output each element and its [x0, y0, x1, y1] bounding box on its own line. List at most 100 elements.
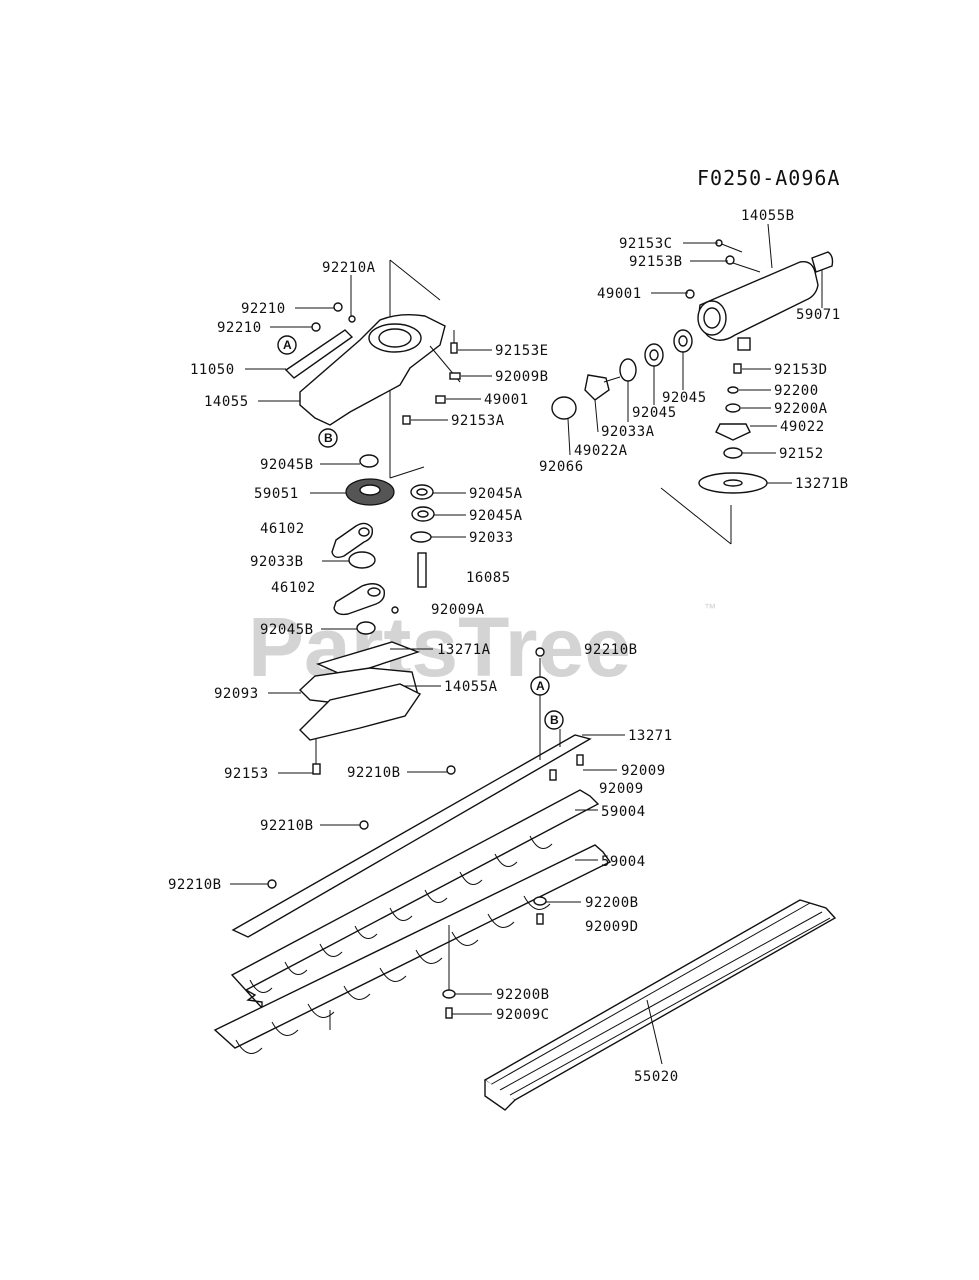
nut-92152[interactable]: [723, 447, 743, 459]
label-13271B[interactable]: 13271B: [795, 476, 849, 492]
label-59051[interactable]: 59051: [254, 486, 299, 502]
label-55020[interactable]: 55020: [634, 1069, 679, 1085]
label-92009B[interactable]: 92009B: [495, 369, 549, 385]
label-92210-a[interactable]: 92210: [241, 301, 286, 317]
nut-92210B-left[interactable]: [359, 820, 369, 830]
svg-text:A: A: [283, 338, 292, 352]
label-92153D[interactable]: 92153D: [774, 362, 828, 378]
circlip-92033[interactable]: [410, 531, 432, 543]
plate-13271A[interactable]: [315, 641, 421, 677]
nut-92210B-far[interactable]: [267, 879, 277, 889]
nut-92210-b[interactable]: [311, 322, 321, 332]
label-92152[interactable]: 92152: [779, 446, 824, 462]
label-49001-right[interactable]: 49001: [597, 286, 642, 302]
label-92210-b[interactable]: 92210: [217, 320, 262, 336]
cap-92066[interactable]: [551, 396, 577, 420]
label-49022[interactable]: 49022: [780, 419, 825, 435]
nut-92210A[interactable]: [348, 315, 356, 323]
label-92009C[interactable]: 92009C: [496, 1007, 550, 1023]
label-92210B-right[interactable]: 92210B: [584, 642, 638, 658]
bolt-92009B[interactable]: [449, 372, 461, 380]
label-92033A[interactable]: 92033A: [601, 424, 655, 440]
bearing-92045B-bottom[interactable]: [356, 621, 376, 635]
bearing-92045B-top[interactable]: [359, 454, 379, 468]
label-92045A-b[interactable]: 92045A: [469, 508, 523, 524]
label-13271[interactable]: 13271: [628, 728, 673, 744]
circlip-92033B[interactable]: [348, 551, 376, 569]
label-92093[interactable]: 92093: [214, 686, 259, 702]
label-49001-left[interactable]: 49001: [484, 392, 529, 408]
label-59071[interactable]: 59071: [796, 307, 841, 323]
label-59004-a[interactable]: 59004: [601, 804, 646, 820]
label-92210A[interactable]: 92210A: [322, 260, 376, 276]
label-14055A[interactable]: 14055A: [444, 679, 498, 695]
blade-59004-upper[interactable]: [230, 789, 600, 1010]
label-14055[interactable]: 14055: [204, 394, 249, 410]
circlip-92033A[interactable]: [619, 358, 637, 382]
label-92210B-mid[interactable]: 92210B: [347, 765, 401, 781]
bolt-92153A[interactable]: [402, 415, 411, 425]
label-92009D[interactable]: 92009D: [585, 919, 639, 935]
label-92210B-left[interactable]: 92210B: [260, 818, 314, 834]
label-92033B[interactable]: 92033B: [250, 554, 304, 570]
bolt-92153D[interactable]: [733, 363, 742, 374]
label-13271A[interactable]: 13271A: [437, 642, 491, 658]
washer-92200B-b[interactable]: [442, 989, 456, 999]
label-92210B-far[interactable]: 92210B: [168, 877, 222, 893]
label-92066[interactable]: 92066: [539, 459, 584, 475]
label-92200B-a[interactable]: 92200B: [585, 895, 639, 911]
washer-92200A[interactable]: [725, 403, 741, 413]
nut-92210B-mid[interactable]: [446, 765, 456, 775]
label-92033[interactable]: 92033: [469, 530, 514, 546]
label-46102-b[interactable]: 46102: [271, 580, 316, 596]
screw-49001-right[interactable]: [685, 289, 695, 299]
pinion-49022A[interactable]: [584, 374, 610, 401]
guard-14055A[interactable]: [299, 683, 422, 741]
label-92153E[interactable]: 92153E: [495, 343, 549, 359]
diagram-code: F0250-A096A: [697, 166, 840, 190]
washer-92200[interactable]: [727, 386, 739, 394]
label-92200[interactable]: 92200: [774, 383, 819, 399]
label-92045A-a[interactable]: 92045A: [469, 486, 523, 502]
bolt-92009D[interactable]: [536, 913, 544, 925]
label-49022A[interactable]: 49022A: [574, 443, 628, 459]
pin-92009A[interactable]: [391, 606, 399, 614]
nut-92210-a[interactable]: [333, 302, 343, 312]
washer-92200B-a[interactable]: [533, 896, 547, 906]
label-16085[interactable]: 16085: [466, 570, 511, 586]
bolt-92009C[interactable]: [445, 1007, 453, 1019]
label-92045-b[interactable]: 92045: [632, 405, 677, 421]
shaft-16085[interactable]: [417, 552, 427, 588]
label-92200B-b[interactable]: 92200B: [496, 987, 550, 1003]
gear-49022[interactable]: [715, 423, 751, 441]
bolt-92153B[interactable]: [725, 255, 735, 265]
bolt-92009-a[interactable]: [576, 754, 584, 766]
nut-92210B-right[interactable]: [535, 647, 545, 657]
sleeve-59071[interactable]: [811, 251, 834, 273]
label-92045B-a[interactable]: 92045B: [260, 457, 314, 473]
bracket-11050[interactable]: [284, 329, 354, 379]
gear-case-group: [284, 259, 461, 775]
label-92009-b[interactable]: 92009: [599, 781, 644, 797]
blade-59004-lower[interactable]: [213, 844, 612, 1049]
bolt-92153E[interactable]: [450, 342, 458, 354]
part-labels: 14055B 92153C 92153B 49001 59071 92153D …: [168, 208, 849, 1085]
label-92009A[interactable]: 92009A: [431, 602, 485, 618]
label-92153A[interactable]: 92153A: [451, 413, 505, 429]
label-92045-a[interactable]: 92045: [662, 390, 707, 406]
label-59004-b[interactable]: 59004: [601, 854, 646, 870]
label-14055B[interactable]: 14055B: [741, 208, 795, 224]
label-92153B[interactable]: 92153B: [629, 254, 683, 270]
label-92045B-b[interactable]: 92045B: [260, 622, 314, 638]
bolt-92153[interactable]: [312, 763, 321, 775]
bolt-92009-b[interactable]: [549, 769, 557, 781]
label-92200A[interactable]: 92200A: [774, 401, 828, 417]
label-46102-a[interactable]: 46102: [260, 521, 305, 537]
label-92153C[interactable]: 92153C: [619, 236, 673, 252]
label-92153[interactable]: 92153: [224, 766, 269, 782]
screw-49001-left[interactable]: [435, 395, 446, 404]
bar-13271[interactable]: [231, 734, 592, 938]
label-11050[interactable]: 11050: [190, 362, 235, 378]
label-92009-a[interactable]: 92009: [621, 763, 666, 779]
